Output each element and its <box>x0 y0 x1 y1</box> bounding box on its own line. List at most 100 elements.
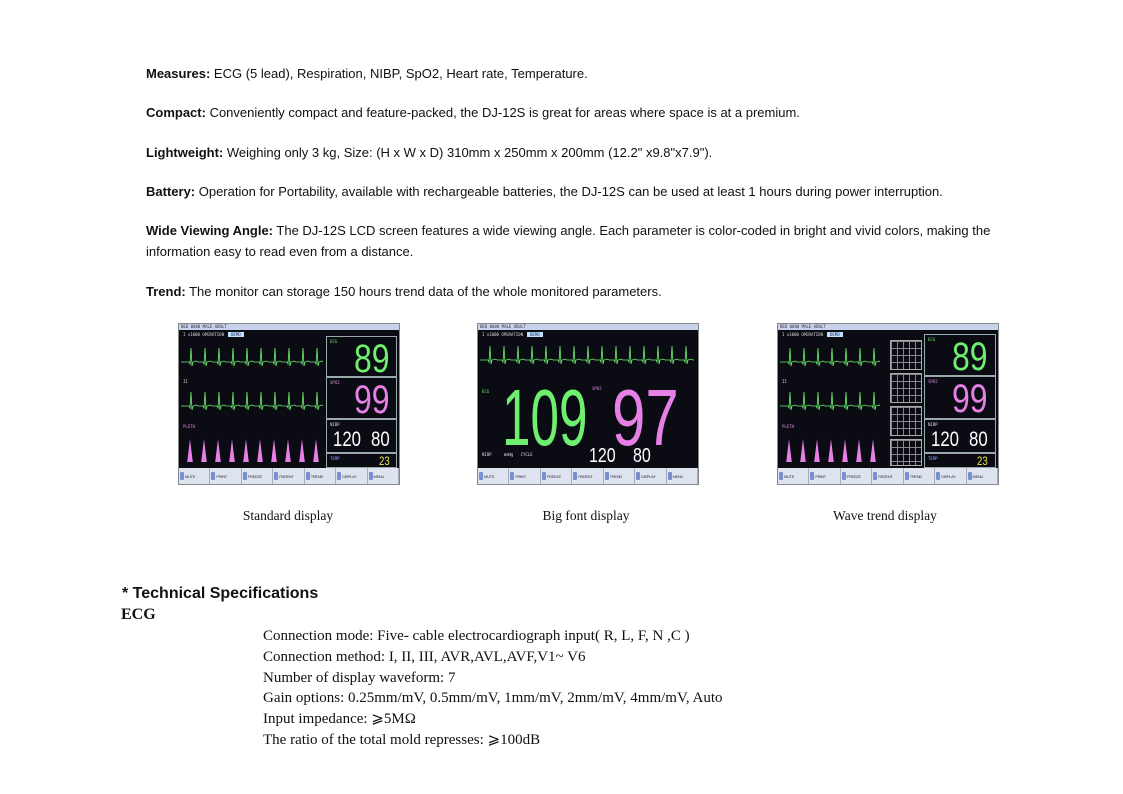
battery-paragraph: Battery: Operation for Portability, avai… <box>146 181 1036 202</box>
nibp-dia-value: 80 <box>371 428 390 451</box>
para-label: Wide Viewing Angle: <box>146 223 274 238</box>
softkey-menu: MENU <box>368 468 399 484</box>
softkey-print: PRINT <box>210 468 242 484</box>
softkey-icon <box>337 472 342 480</box>
softkey-mute: MUTE <box>179 468 211 484</box>
softkey-icon <box>810 472 815 480</box>
softkey-icon <box>274 472 279 480</box>
measures-paragraph: Measures: ECG (5 lead), Respiration, NIB… <box>146 63 1036 84</box>
softkey-menu: MENU <box>667 468 698 484</box>
softkey-label: PRINT <box>216 473 227 479</box>
softkey-mute: MUTE <box>478 468 510 484</box>
nibp-sys-value: 120 <box>931 428 960 451</box>
softkey-icon <box>873 472 878 480</box>
ecg-waveform <box>480 345 694 365</box>
compact-paragraph: Compact: Conveniently compact and featur… <box>146 102 1036 123</box>
softkey-patient: PATIENT <box>273 468 305 484</box>
trend-paragraph: Trend: The monitor can storage 150 hours… <box>146 281 1036 302</box>
softkey-label: DISPLAY <box>641 473 656 479</box>
ecg-label: ECG <box>482 389 490 394</box>
temp-panel: TEMP 23 <box>924 453 996 468</box>
softkey-label: MENU <box>672 473 684 479</box>
softkey-label: FREEZE <box>546 473 561 479</box>
softkey-freeze: FREEZE <box>242 468 274 484</box>
temp-value: 23 <box>977 454 988 468</box>
softkey-icon <box>636 472 641 480</box>
softkey-icon <box>967 472 972 480</box>
softkey-icon <box>936 472 941 480</box>
ecg-trace <box>480 345 694 365</box>
softkey-icon <box>604 472 609 480</box>
softkey-label: MENU <box>972 473 984 479</box>
para-text: Conveniently compact and feature-packed,… <box>205 105 800 120</box>
softkey-label: PRINT <box>515 473 526 479</box>
ecg-trace <box>181 391 323 411</box>
softkey-patient: PATIENT <box>872 468 904 484</box>
pleth-label: PLETH <box>183 424 196 429</box>
spo2-label: SPO2 <box>592 386 602 391</box>
softkey-label: PATIENT <box>878 473 893 479</box>
softkey-patient: PATIENT <box>572 468 604 484</box>
softkey-icon <box>841 472 846 480</box>
hr-value: 109 <box>502 373 588 462</box>
nibp-sys-value: 120 <box>589 445 616 467</box>
spec-line: Number of display waveform: 7 <box>263 670 456 686</box>
softkey-icon <box>573 472 578 480</box>
para-text: The DJ-12S LCD screen features a wide vi… <box>146 223 991 259</box>
monitor-topbar: BED 0000 MALE ADULT <box>778 324 998 330</box>
softkey-icon <box>510 472 515 480</box>
monitor-topbar: BED 0000 MALE ADULT <box>179 324 399 330</box>
softkey-print: PRINT <box>809 468 841 484</box>
temp-label: TEMP <box>330 456 340 461</box>
ecg-waveform-2 <box>181 391 323 411</box>
spec-line: Gain options: 0.25mm/mV, 0.5mm/mV, 1mm/m… <box>263 690 723 706</box>
spec-line: Connection mode: Five- cable electrocard… <box>263 628 690 644</box>
softkey-label: MUTE <box>185 473 196 479</box>
spec-line: The ratio of the total mold represses: ⩾… <box>263 732 541 748</box>
para-text: ECG (5 lead), Respiration, NIBP, SpO2, H… <box>210 66 588 81</box>
softkey-label: PATIENT <box>279 473 294 479</box>
softkey-label: FREEZE <box>247 473 262 479</box>
ecg-waveform-1 <box>780 347 880 367</box>
trend-grid-spo2 <box>890 406 922 436</box>
spo2-label: SPO2 <box>928 379 938 384</box>
pleth-trace <box>782 439 880 462</box>
temp-label: TEMP <box>928 456 938 461</box>
softkey-mute: MUTE <box>778 468 810 484</box>
softkey-icon <box>904 472 909 480</box>
nibp-dia-value: 80 <box>633 445 651 467</box>
softkey-icon <box>305 472 310 480</box>
softkey-icon <box>368 472 373 480</box>
softkey-label: MUTE <box>484 473 495 479</box>
softkey-icon <box>667 472 672 480</box>
spo2-value: 99 <box>952 377 988 421</box>
softkey-menu: MENU <box>967 468 998 484</box>
softkey-label: MUTE <box>784 473 795 479</box>
spec-line: Connection method: I, II, III, AVR,AVL,A… <box>263 649 586 665</box>
nibp-label: NIBP mmHg CYCLE <box>482 452 533 457</box>
softkey-trend: TREND <box>305 468 337 484</box>
lightweight-paragraph: Lightweight: Weighing only 3 kg, Size: (… <box>146 142 1036 163</box>
hr-value: 89 <box>952 335 988 379</box>
viewing-angle-paragraph: Wide Viewing Angle: The DJ-12S LCD scree… <box>146 220 1036 262</box>
softkey-label: DISPLAY <box>941 473 956 479</box>
softkey-trend: TREND <box>904 468 936 484</box>
spo2-label: SPO2 <box>330 380 340 385</box>
spo2-value: 97 <box>612 373 679 462</box>
ecg-section-heading: ECG <box>121 606 156 623</box>
softkey-label: PATIENT <box>578 473 593 479</box>
para-text: Operation for Portability, available wit… <box>195 184 943 199</box>
monitor-topbar: BED 0000 MALE ADULT <box>478 324 698 330</box>
caption-wave-trend-display: Wave trend display <box>833 508 937 523</box>
softkey-label: TREND <box>609 473 623 479</box>
trend-grid-hr <box>890 340 922 370</box>
lead-label: II <box>183 379 188 384</box>
